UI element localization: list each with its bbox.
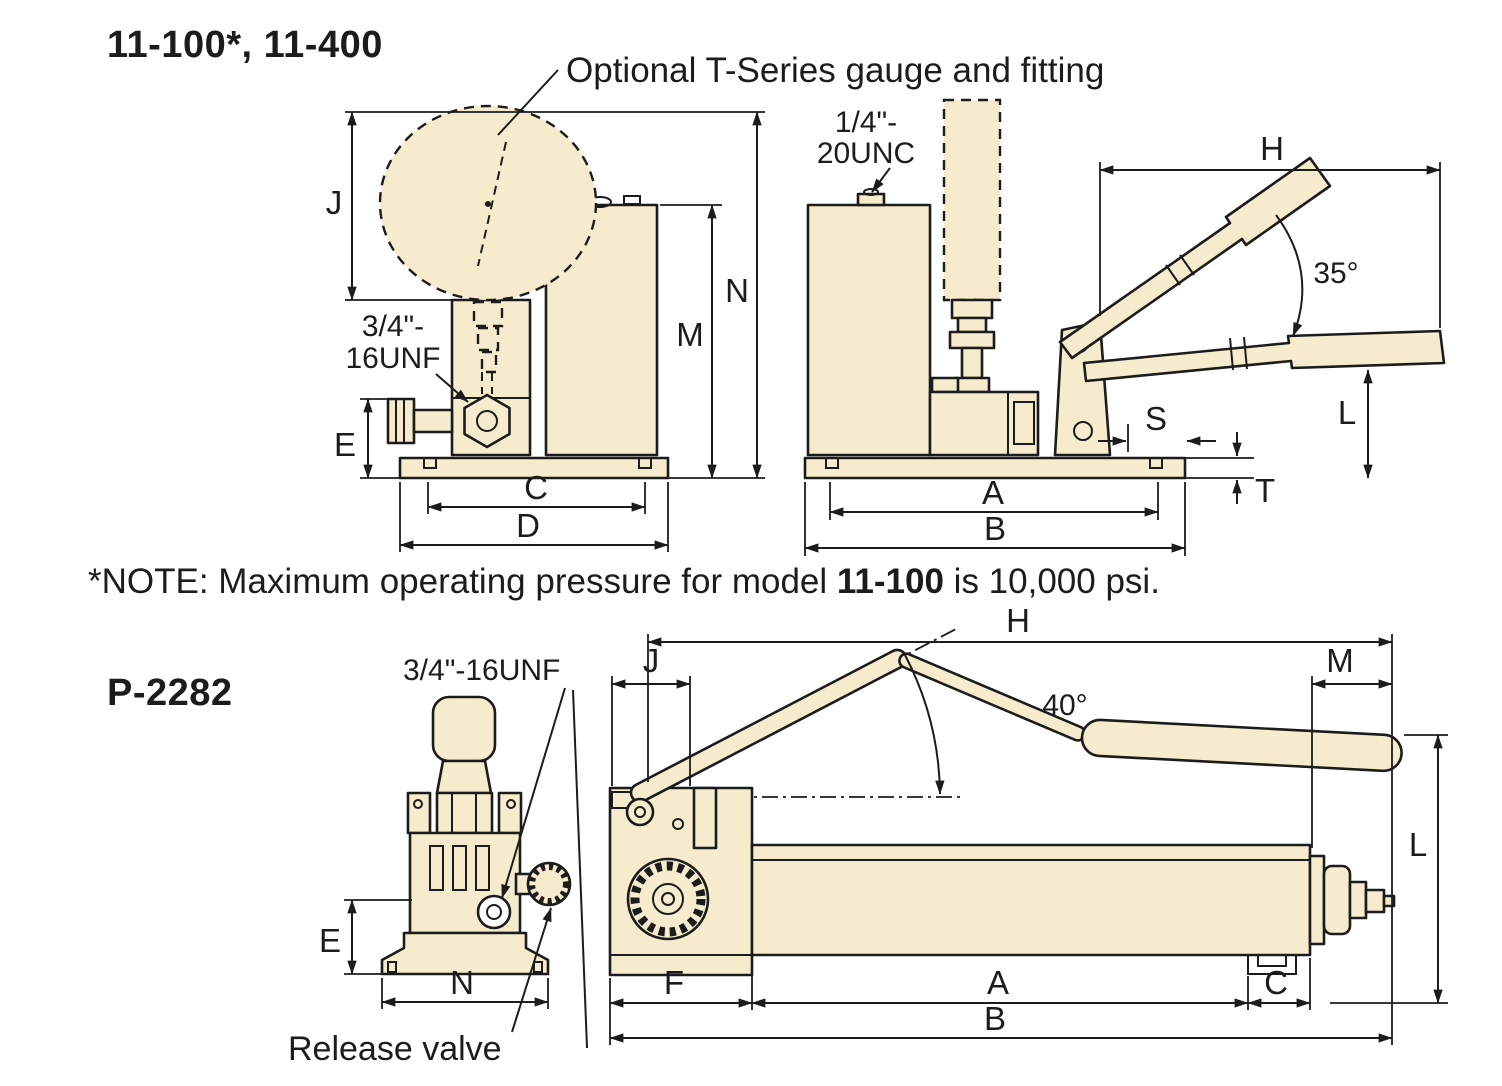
angle-label-40: 40° xyxy=(1042,689,1087,722)
dim-label-c: C xyxy=(524,469,548,506)
handle-grip-end xyxy=(431,695,497,763)
thread-label-unf-p2282: 3/4"-16UNF xyxy=(403,654,560,687)
optional-gauge-column xyxy=(942,98,1002,302)
dim-label-j2: J xyxy=(643,642,660,679)
unf-leader-p2282 xyxy=(501,687,566,899)
break-mark xyxy=(1243,336,1248,370)
mount-slot xyxy=(1149,457,1163,469)
break-mark xyxy=(1165,264,1181,286)
base-plate xyxy=(398,456,670,480)
release-valve-label: Release valve xyxy=(288,1030,502,1068)
handle-lowered xyxy=(1082,329,1446,383)
handle-socket xyxy=(435,759,493,795)
dim-label-d: D xyxy=(516,507,540,544)
dim-label-b: B xyxy=(984,510,1006,547)
dim-label-h2: H xyxy=(1006,602,1030,639)
mounting-base xyxy=(380,931,550,976)
thread-label-unc-1: 1/4"- xyxy=(835,106,897,139)
dim-label-c2: C xyxy=(1264,964,1288,1001)
gauge-center xyxy=(485,201,491,207)
dim-group-side: H 35° L S T A B xyxy=(804,130,1441,556)
dim-label-n2: N xyxy=(450,964,474,1001)
link-plate-right xyxy=(497,791,523,835)
dim-label-n: N xyxy=(725,272,749,309)
dim-label-l2: L xyxy=(1409,826,1427,863)
dim-label-e: E xyxy=(334,426,356,463)
cylinder-body xyxy=(750,843,1312,957)
release-knob xyxy=(386,397,416,445)
bolt-slot xyxy=(387,961,397,973)
end-cap xyxy=(1308,854,1326,946)
side-view-11-100 xyxy=(803,98,1446,480)
handle-pivot xyxy=(625,797,655,827)
dim-label-a: A xyxy=(982,474,1004,511)
dim-label-m: M xyxy=(676,316,704,353)
mount-slot xyxy=(638,457,652,469)
release-valve-leader xyxy=(511,907,552,1033)
piston-link xyxy=(692,786,718,850)
model-title-top: 11-100*, 11-400 xyxy=(107,24,383,66)
angle-arc-35 xyxy=(1275,214,1304,337)
base-plate-side xyxy=(803,456,1187,480)
unc-leader xyxy=(871,167,891,193)
dim-label-h: H xyxy=(1260,130,1284,167)
valve-stem xyxy=(412,408,454,434)
link-plate-left xyxy=(406,791,432,835)
dim-label-j: J xyxy=(326,184,343,221)
dim-label-e2: E xyxy=(319,922,341,959)
mount-slot xyxy=(423,457,437,469)
bolt-slot xyxy=(533,961,543,973)
dim-label-t: T xyxy=(1255,472,1275,509)
dim-label-s: S xyxy=(1145,400,1167,437)
pivot-hole xyxy=(1073,421,1093,441)
unf-leader xyxy=(435,373,469,403)
vent-plug xyxy=(623,195,641,205)
unf-leader-long xyxy=(572,689,588,1049)
note-suffix: is 10,000 psi. xyxy=(943,562,1160,601)
thread-label-unf-2: 16UNF xyxy=(345,342,440,375)
gauge-fitting xyxy=(950,298,994,320)
handle-raised xyxy=(1058,156,1332,360)
dim-group-side-p2282: H J M 40° L F A C B xyxy=(609,602,1448,1045)
gauge-stem xyxy=(472,300,504,328)
dim-group-end: E N xyxy=(319,899,549,1009)
link-center xyxy=(435,791,494,835)
dim-label-f: F xyxy=(664,964,684,1001)
handle-beam xyxy=(629,648,908,804)
dim-label-m2: M xyxy=(1326,642,1354,679)
gauge-needle xyxy=(477,141,507,267)
hex-port xyxy=(463,393,511,449)
tie-bracket xyxy=(1247,955,1297,975)
model-title-bottom: P-2282 xyxy=(107,672,233,714)
side-view-p2282 xyxy=(608,627,1403,977)
release-wheel xyxy=(626,857,710,941)
end-view-p2282 xyxy=(380,695,572,976)
note-prefix: *NOTE: Maximum operating pressure for mo… xyxy=(88,562,837,601)
mount-slot xyxy=(825,457,839,469)
dim-label-b2: B xyxy=(984,1000,1006,1037)
front-view-11-100 xyxy=(378,104,670,480)
gauge-callout: Optional T-Series gauge and fitting xyxy=(566,51,1104,90)
thread-label-unf-1: 3/4"- xyxy=(362,310,424,343)
dim-label-l: L xyxy=(1338,394,1356,431)
coupler-nipple xyxy=(1364,888,1386,914)
break-mark xyxy=(1229,337,1234,371)
thread-label-unc-2: 20UNC xyxy=(817,137,915,170)
angle-label-35: 35° xyxy=(1313,257,1358,290)
gauge-callout-leader xyxy=(497,69,559,136)
break-mark xyxy=(1179,254,1195,276)
pressure-note: *NOTE: Maximum operating pressure for mo… xyxy=(88,562,1160,602)
handle-grip-long xyxy=(1080,718,1403,773)
angle-arc-40 xyxy=(904,654,945,795)
reservoir-tank-side xyxy=(806,203,932,457)
dim-label-a2: A xyxy=(987,964,1009,1001)
note-model: 11-100 xyxy=(836,562,944,601)
outlet-port xyxy=(476,894,512,930)
dim-group-front: J E C D M N xyxy=(326,111,765,552)
